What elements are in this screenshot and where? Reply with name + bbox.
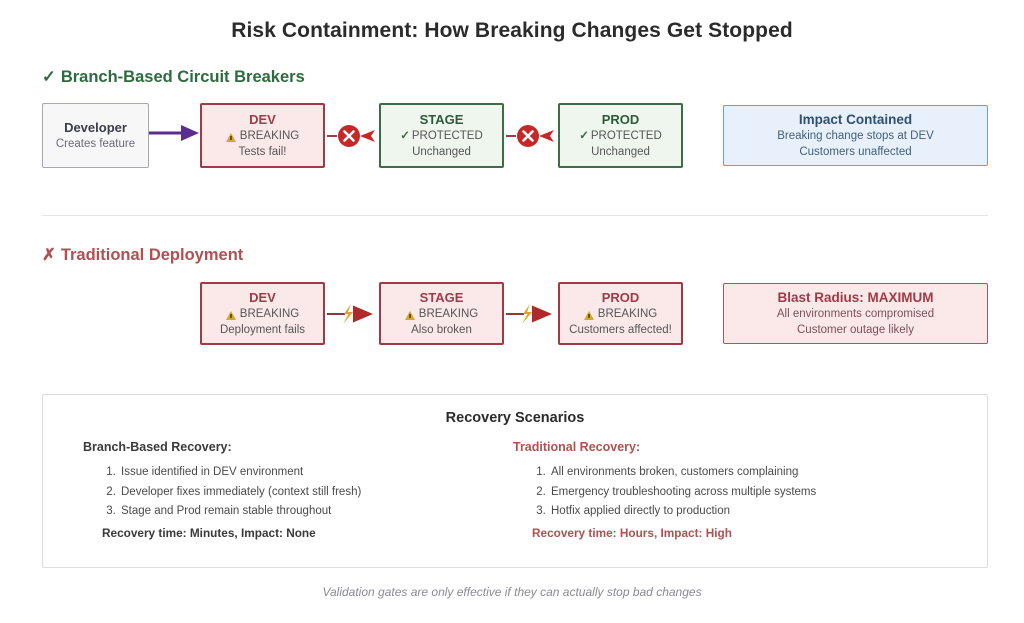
branch-box-stage[interactable]: STAGE ✓PROTECTED Unchanged	[379, 103, 504, 168]
traditional-box-dev[interactable]: DEV BREAKING Deployment fails	[200, 282, 325, 345]
traditional-box-dev-status: BREAKING	[225, 306, 300, 322]
traditional-box-prod-status: BREAKING	[583, 306, 658, 322]
traditional-outcome-title: Blast Radius: MAXIMUM	[777, 290, 934, 305]
cross-mark-icon: ✗	[42, 246, 56, 264]
branch-box-dev-status-label: BREAKING	[239, 130, 300, 142]
recovery-traditional-heading: Traditional Recovery:	[513, 440, 641, 454]
branch-box-prod-title: PROD	[601, 112, 640, 127]
footer-caption: Validation gates are only effective if t…	[322, 585, 702, 599]
warning-triangle-icon	[225, 132, 236, 142]
branch-box-dev-status: BREAKING	[225, 128, 300, 144]
branch-box-prod[interactable]: PROD ✓PROTECTED Unchanged	[558, 103, 683, 168]
branch-box-prod-status-label: PROTECTED	[590, 130, 662, 142]
recovery-branch-heading: Branch-Based Recovery:	[83, 440, 232, 454]
section-divider	[42, 215, 988, 216]
branch-box-stage-status-label: PROTECTED	[411, 130, 483, 142]
list-item: Developer fixes immediately (context sti…	[119, 483, 503, 503]
traditional-outcome-blast-radius[interactable]: Blast Radius: MAXIMUM All environments c…	[723, 283, 988, 344]
warning-triangle-icon	[225, 310, 236, 320]
branch-box-prod-status: ✓PROTECTED	[579, 128, 662, 144]
list-item: Emergency troubleshooting across multipl…	[549, 483, 953, 503]
list-item: All environments broken, customers compl…	[549, 463, 953, 483]
traditional-box-dev-status-label: BREAKING	[239, 308, 300, 320]
traditional-box-stage[interactable]: STAGE BREAKING Also broken	[379, 282, 504, 345]
blocker-stage-to-prod	[506, 123, 558, 149]
branch-box-stage-line2: Unchanged	[412, 146, 471, 158]
traditional-box-prod-line2: Customers affected!	[569, 324, 672, 336]
recovery-column-traditional: Traditional Recovery: All environments b…	[513, 440, 953, 543]
recovery-branch-summary: Recovery time: Minutes, Impact: None	[102, 525, 316, 540]
traditional-box-dev-line2: Deployment fails	[219, 324, 305, 336]
traditional-box-prod-title: PROD	[601, 290, 640, 305]
recovery-panel-title: Recovery Scenarios	[445, 410, 585, 426]
branch-box-developer-line1: Creates feature	[55, 138, 136, 150]
branch-box-dev[interactable]: DEV BREAKING Tests fail!	[200, 103, 325, 168]
page-title: Risk Containment: How Breaking Changes G…	[231, 19, 793, 42]
warning-triangle-icon	[404, 310, 415, 320]
traditional-box-stage-line2: Also broken	[411, 324, 472, 336]
branch-outcome-impact-contained[interactable]: Impact Contained Breaking change stops a…	[723, 105, 988, 166]
branch-box-dev-title: DEV	[249, 112, 276, 127]
list-item: Issue identified in DEV environment	[119, 463, 503, 483]
traditional-box-prod[interactable]: PROD BREAKING Customers affected!	[558, 282, 683, 345]
list-item: Stage and Prod remain stable throughout	[119, 502, 503, 522]
check-mark-icon: ✓	[400, 130, 410, 142]
traditional-outcome-line2: Customer outage likely	[797, 324, 914, 336]
recovery-branch-steps: Issue identified in DEV environment Deve…	[83, 463, 503, 522]
branch-outcome-line1: Breaking change stops at DEV	[777, 130, 934, 142]
recovery-scenarios-panel: Recovery Scenarios Branch-Based Recovery…	[42, 394, 988, 568]
list-item: Hotfix applied directly to production	[549, 502, 953, 522]
recovery-column-branch: Branch-Based Recovery: Issue identified …	[83, 440, 503, 543]
branch-box-dev-line2: Tests fail!	[238, 146, 287, 158]
traditional-box-stage-status-label: BREAKING	[418, 308, 479, 320]
propagate-dev-to-stage	[327, 301, 379, 327]
branch-box-developer[interactable]: Developer Creates feature	[42, 103, 149, 168]
branch-box-stage-status: ✓PROTECTED	[400, 128, 483, 144]
check-mark-icon: ✓	[579, 130, 589, 142]
check-mark-icon: ✓	[42, 68, 56, 86]
recovery-traditional-summary: Recovery time: Hours, Impact: High	[532, 525, 732, 540]
traditional-box-prod-status-label: BREAKING	[597, 308, 658, 320]
section-header-branch-label: Branch-Based Circuit Breakers	[60, 68, 305, 86]
propagate-stage-to-prod	[506, 301, 558, 327]
branch-outcome-title: Impact Contained	[798, 112, 913, 127]
section-header-traditional-label: Traditional Deployment	[60, 246, 244, 264]
branch-outcome-line2: Customers unaffected	[799, 146, 912, 158]
recovery-traditional-steps: All environments broken, customers compl…	[513, 463, 953, 522]
blocker-dev-to-stage	[327, 123, 379, 149]
branch-box-prod-line2: Unchanged	[591, 146, 650, 158]
traditional-box-stage-title: STAGE	[419, 290, 464, 305]
traditional-box-stage-status: BREAKING	[404, 306, 479, 322]
branch-box-developer-title: Developer	[64, 120, 127, 135]
warning-triangle-icon	[583, 310, 594, 320]
section-header-traditional: ✗Traditional Deployment	[42, 245, 243, 265]
arrow-developer-to-dev-icon	[149, 122, 201, 149]
traditional-outcome-line1: All environments compromised	[776, 308, 935, 320]
branch-box-stage-title: STAGE	[419, 112, 464, 127]
traditional-box-dev-title: DEV	[249, 290, 276, 305]
section-header-branch-based: ✓Branch-Based Circuit Breakers	[42, 67, 305, 87]
